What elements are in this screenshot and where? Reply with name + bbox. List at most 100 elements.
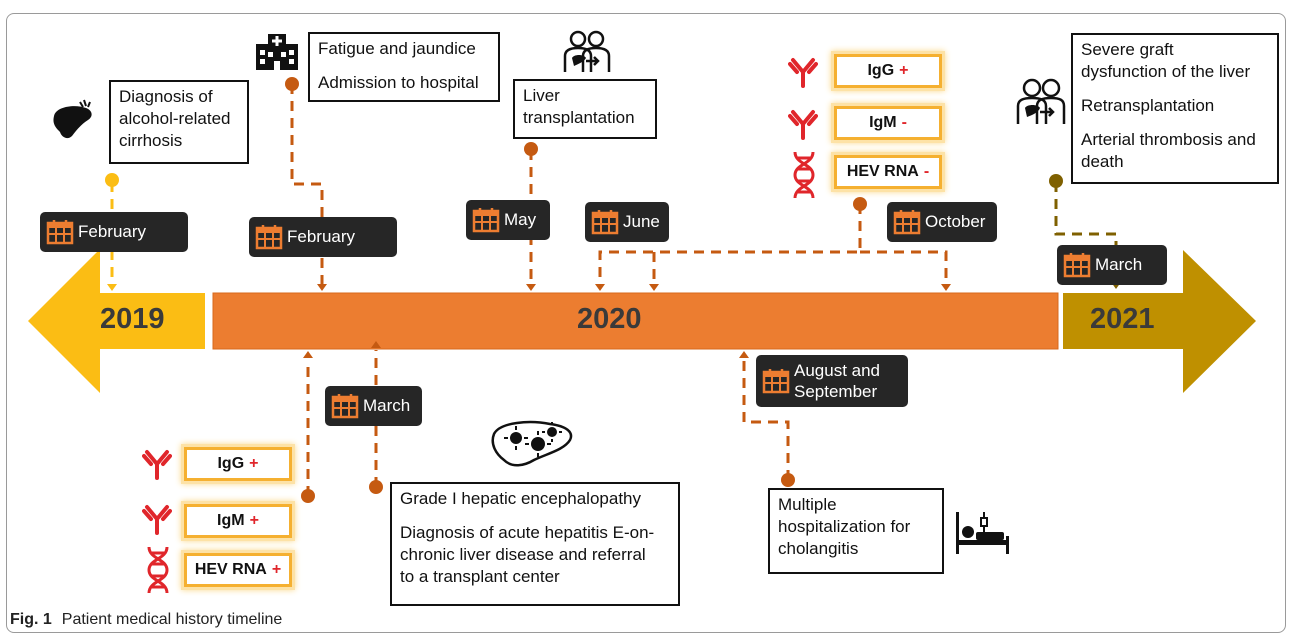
caption-label: Fig. 1 [10, 611, 52, 628]
event-line: Admission to hospital [318, 73, 479, 92]
test-igg-october: IgG+ [834, 54, 942, 88]
dna-icon [793, 151, 815, 199]
event-graft-dysfunction: Severe graft dysfunction of the liver Re… [1071, 33, 1279, 184]
antibody-icon [142, 450, 172, 480]
test-sign: + [249, 512, 259, 529]
arrow-2021 [1063, 250, 1256, 393]
date-label: October [925, 212, 986, 231]
calendar-icon [331, 394, 359, 419]
dot-may [524, 142, 538, 156]
date-label-line: September [794, 382, 878, 401]
dot-2019 [105, 173, 119, 187]
dot-feb-2020 [285, 77, 299, 91]
antibody-icon [788, 110, 818, 140]
test-label: IgG [217, 455, 245, 472]
event-line: Fatigue and jaundice [318, 39, 476, 58]
arrow-2019 [28, 249, 205, 393]
figure-frame [6, 13, 1286, 633]
test-label: HEV RNA [846, 163, 919, 180]
date-label: May [504, 210, 537, 229]
year-2019: 2019 [100, 303, 165, 335]
date-label: February [287, 227, 356, 246]
date-march-2021: March [1057, 245, 1167, 285]
event-diagnosis-2019: Diagnosis of alcohol-related cirrhosis [109, 80, 249, 164]
antibody-icon [142, 505, 172, 535]
dot-march-2020-box [369, 480, 383, 494]
calendar-icon [472, 208, 500, 233]
liver-transplant-icon [563, 30, 611, 72]
calendar-icon [762, 369, 790, 394]
event-line: Diagnosis of [119, 87, 213, 106]
test-label: IgG [867, 62, 895, 79]
event-line: transplantation [523, 108, 635, 127]
test-sign: - [923, 163, 930, 180]
test-label: IgM [217, 512, 245, 529]
date-label: June [623, 212, 660, 231]
date-february-2020: February [249, 217, 397, 257]
event-line: chronic liver disease and referral [400, 545, 646, 564]
test-sign: - [901, 114, 907, 131]
dot-march-2021 [1049, 174, 1063, 188]
test-igm-march: IgM+ [184, 504, 292, 538]
event-cholangitis: Multiple hospitalization for cholangitis [768, 488, 944, 574]
test-hev-rna-october: HEV RNA- [834, 155, 942, 189]
dna-icon [147, 546, 169, 594]
event-line: cholangitis [778, 539, 859, 558]
date-february-2019: February [40, 212, 188, 252]
calendar-icon [893, 210, 921, 235]
test-igg-march: IgG+ [184, 447, 292, 481]
bar-2020 [212, 292, 1059, 350]
test-hev-rna-march: HEV RNA+ [184, 553, 292, 587]
year-2021: 2021 [1090, 303, 1155, 335]
date-label: February [78, 222, 147, 241]
dot-march-2020-tests [301, 489, 315, 503]
event-line: hospitalization for [778, 517, 911, 536]
dot-october [853, 197, 867, 211]
antibody-icon [788, 58, 818, 88]
event-line: cirrhosis [119, 131, 183, 150]
date-label: March [1095, 255, 1143, 274]
event-line: Grade I hepatic encephalopathy [400, 489, 642, 508]
event-line: Multiple [778, 495, 837, 514]
infected-liver-icon [491, 420, 573, 467]
liver-transplant-icon [1016, 78, 1066, 124]
event-line: death [1081, 152, 1124, 171]
event-line: alcohol-related [119, 109, 231, 128]
liver-icon [53, 99, 92, 139]
event-transplant: Liver transplantation [513, 79, 657, 139]
date-label-line: August and [794, 361, 881, 380]
test-label: IgM [869, 114, 897, 131]
event-line: Retransplantation [1081, 96, 1215, 115]
event-line: Arterial thrombosis and [1081, 130, 1256, 149]
event-line: dysfunction of the liver [1081, 62, 1251, 81]
event-line: Diagnosis of acute hepatitis E-on- [400, 523, 655, 542]
date-may: May [466, 200, 550, 240]
test-sign: + [249, 455, 259, 472]
figure-caption: Fig. 1 Patient medical history timeline [10, 611, 282, 629]
event-encephalopathy: Grade I hepatic encephalopathy Diagnosis… [390, 482, 680, 606]
date-october: October [887, 202, 997, 242]
test-sign: + [271, 561, 282, 578]
test-sign: + [899, 62, 909, 79]
test-label: HEV RNA [194, 561, 267, 578]
event-line: to a transplant center [400, 567, 560, 586]
calendar-icon [46, 220, 74, 245]
caption-text: Patient medical history timeline [61, 611, 283, 628]
test-igm-october: IgM- [834, 106, 942, 140]
hospital-icon [256, 34, 298, 70]
date-label: March [363, 396, 411, 415]
event-line: Severe graft [1081, 40, 1174, 59]
calendar-icon [1063, 253, 1091, 278]
event-line: Liver [523, 86, 560, 105]
calendar-icon [591, 210, 619, 235]
connector-june-october [598, 204, 948, 285]
year-2020: 2020 [577, 303, 642, 335]
event-admission: Fatigue and jaundice Admission to hospit… [308, 32, 500, 102]
hospital-bed-icon [956, 512, 1009, 554]
date-june: June [585, 202, 669, 242]
date-march-2020: March [325, 386, 422, 426]
dot-aug-sep [781, 473, 795, 487]
